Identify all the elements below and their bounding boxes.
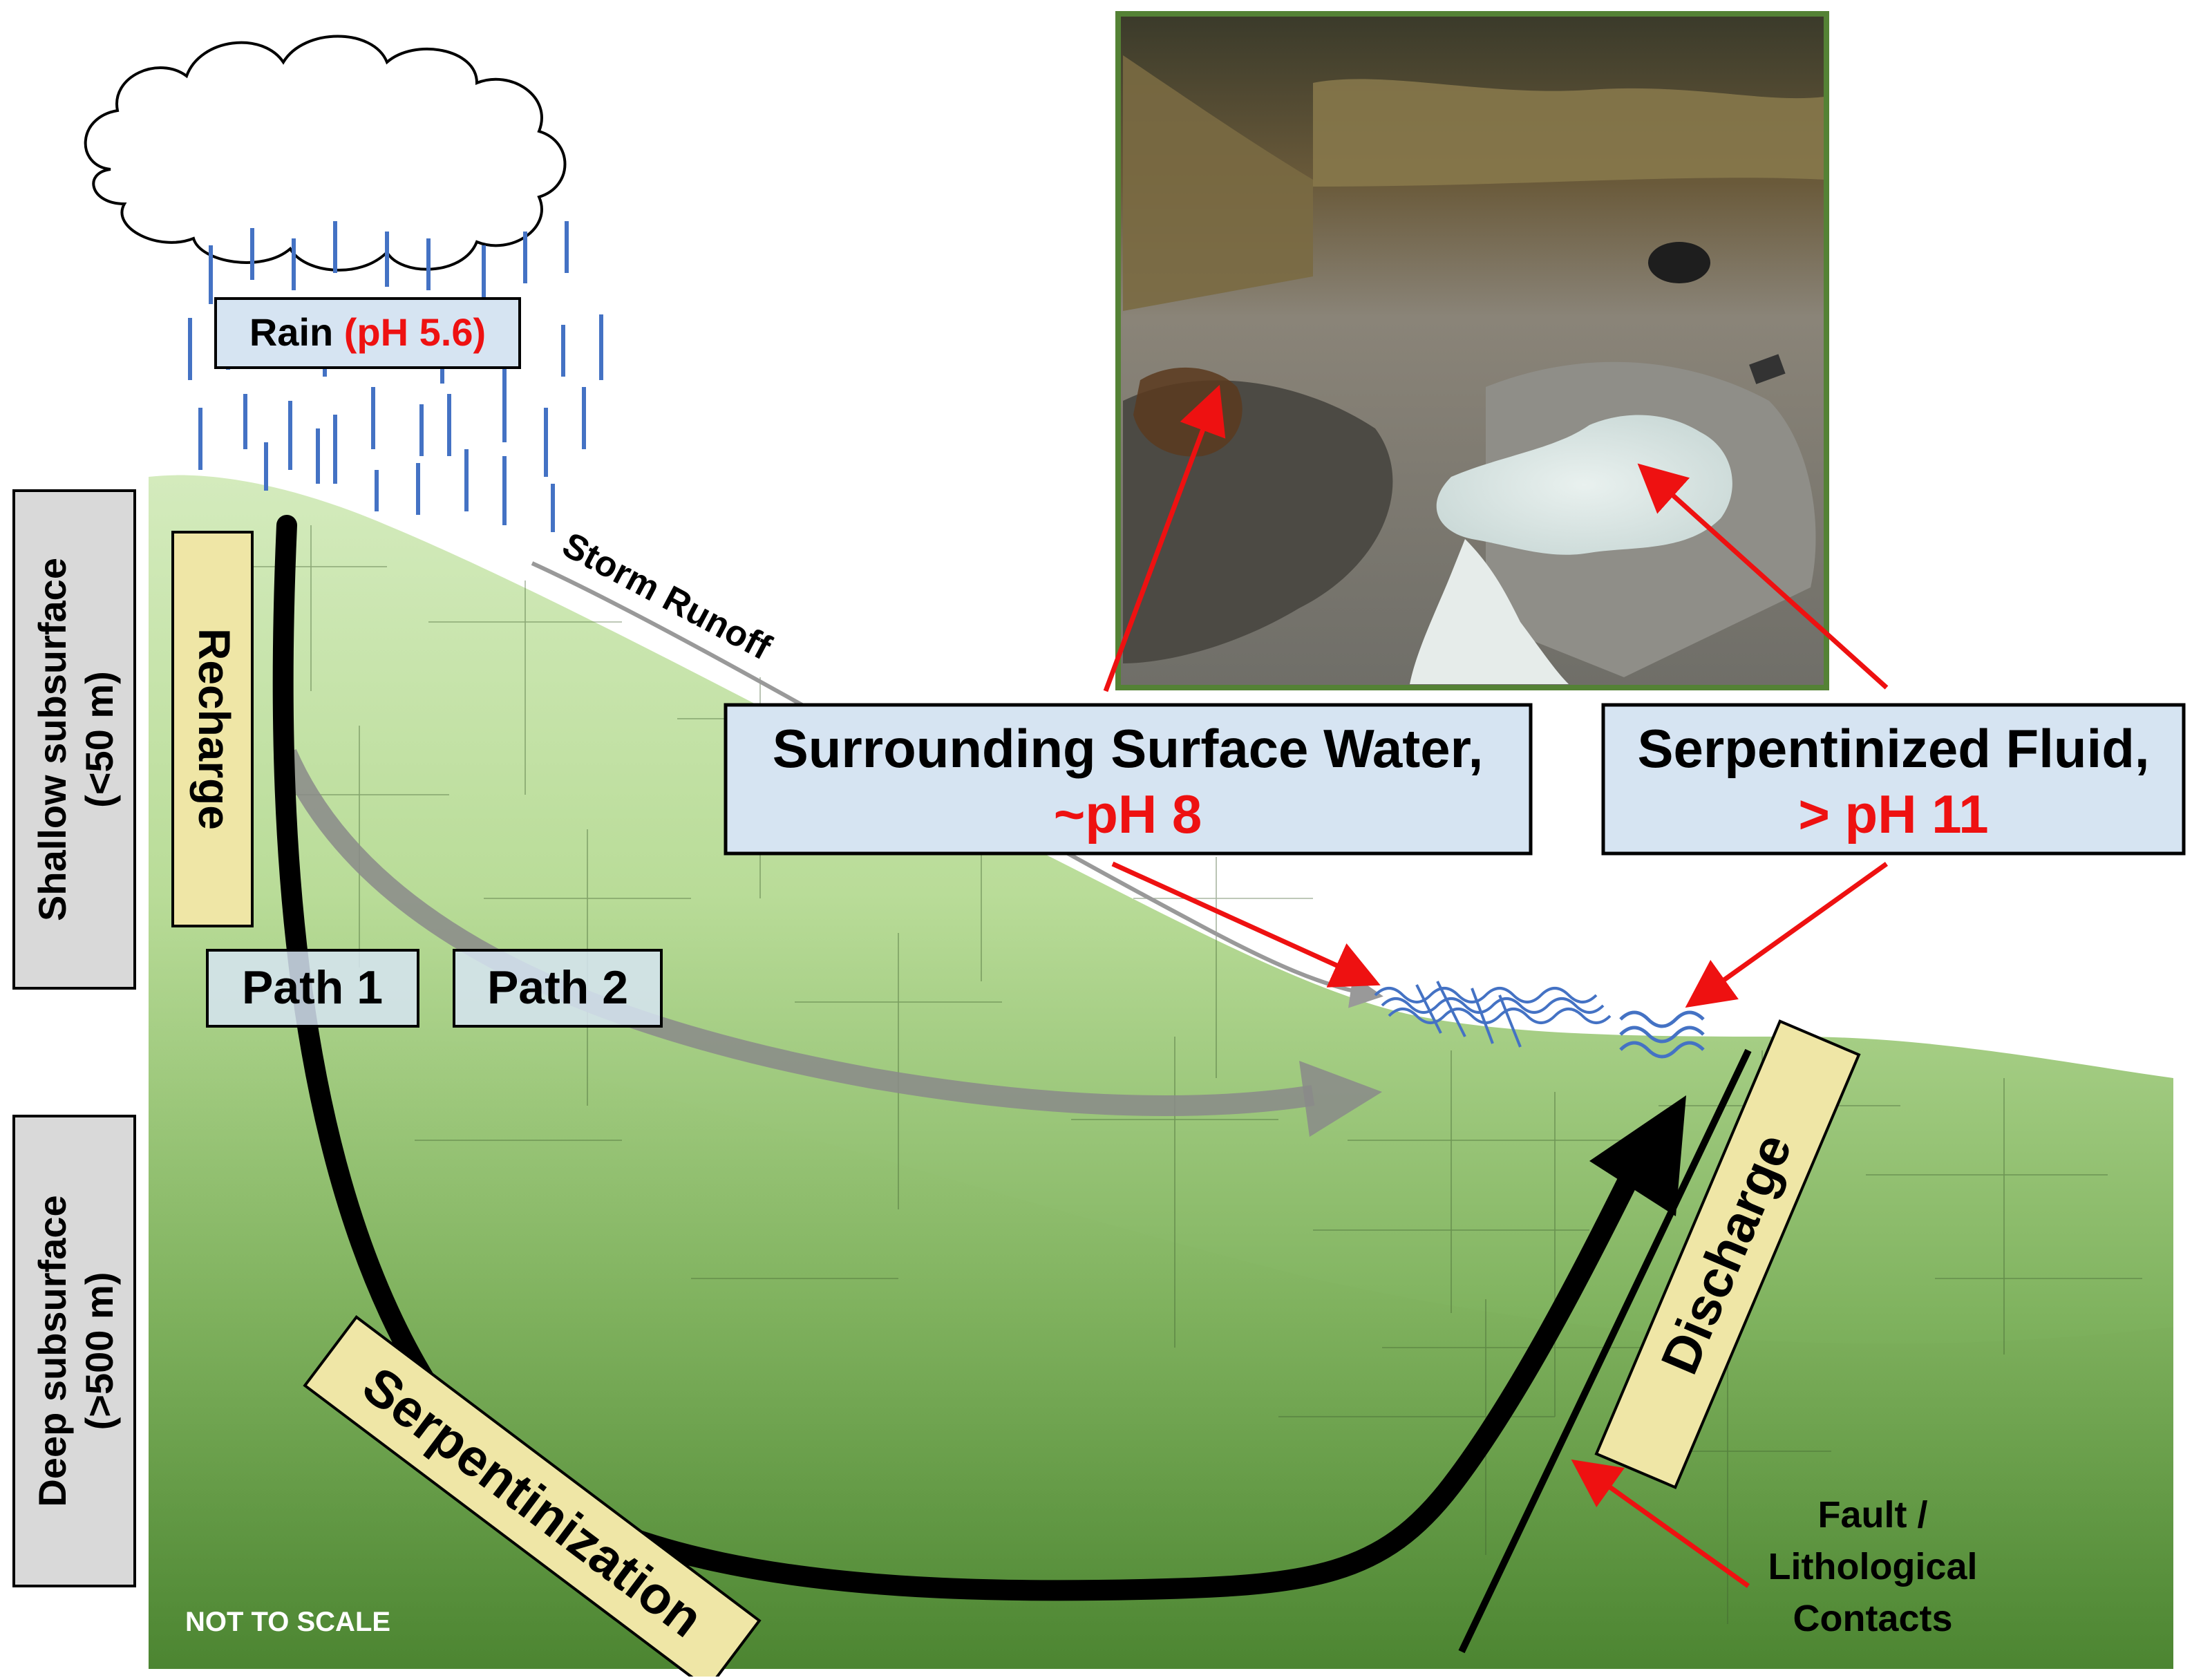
path1-arrowhead	[1589, 1095, 1686, 1216]
discharge-box	[1594, 1019, 1861, 1489]
zone-shallow-line1: Shallow subsurface	[30, 558, 74, 921]
serpentinized-fluid-title: Serpentinized Fluid,	[1637, 718, 2149, 779]
serpentinization-box	[303, 1315, 762, 1680]
rain-ph: (pH 5.6)	[344, 310, 486, 354]
path1-label: Path 1	[242, 961, 383, 1014]
zone-shallow-text: Shallow subsurface (<50 m)	[30, 558, 121, 921]
surface-water-ph: ~pH 8	[1054, 784, 1202, 844]
rain-label-box	[214, 297, 521, 369]
path2-arrow	[277, 748, 1315, 1116]
path2-label: Path 2	[487, 961, 628, 1014]
zone-deep-line2: (>500 m)	[77, 1272, 121, 1431]
recharge-box	[171, 531, 254, 927]
recharge-label: Recharge	[189, 628, 239, 830]
surface-water-ripples	[1374, 981, 1612, 1048]
path2-box	[453, 949, 663, 1028]
zone-deep-box	[12, 1115, 136, 1587]
fault-label-line1: Fault /	[1818, 1494, 1928, 1536]
zone-deep-line1: Deep subsurface	[30, 1195, 74, 1507]
ground-deep-band	[149, 988, 2173, 1669]
surface-water-callout-box	[724, 703, 1533, 856]
path1-box	[206, 949, 419, 1028]
red-arrows	[1103, 384, 1889, 1588]
milky-pool	[1436, 415, 1732, 555]
fault-line	[1458, 1048, 1752, 1654]
zone-deep-text: Deep subsurface (>500 m)	[30, 1195, 121, 1507]
serpentinized-fluid-ph: > pH 11	[1798, 784, 1988, 844]
zone-shallow-line2: (<50 m)	[77, 671, 121, 808]
rain-label-prefix: Rain	[249, 310, 333, 354]
field-photo	[1115, 11, 1829, 690]
serpentinized-fluid-callout-box	[1601, 703, 2186, 856]
path2-arrowhead	[1299, 1061, 1382, 1137]
rain-label: Rain (pH 5.6)	[249, 310, 486, 354]
cloud-icon	[84, 35, 567, 272]
zone-shallow-box	[12, 489, 136, 990]
serpentinized-fluid-ripples	[1619, 1010, 1705, 1059]
not-to-scale-label: NOT TO SCALE	[185, 1607, 390, 1637]
fault-label-line3: Contacts	[1793, 1598, 1952, 1639]
fault-label-line2: Lithological	[1768, 1546, 1978, 1587]
fault-label: Fault / Lithological Contacts	[1768, 1494, 1978, 1639]
surface-water-title: Surrounding Surface Water,	[773, 718, 1484, 779]
